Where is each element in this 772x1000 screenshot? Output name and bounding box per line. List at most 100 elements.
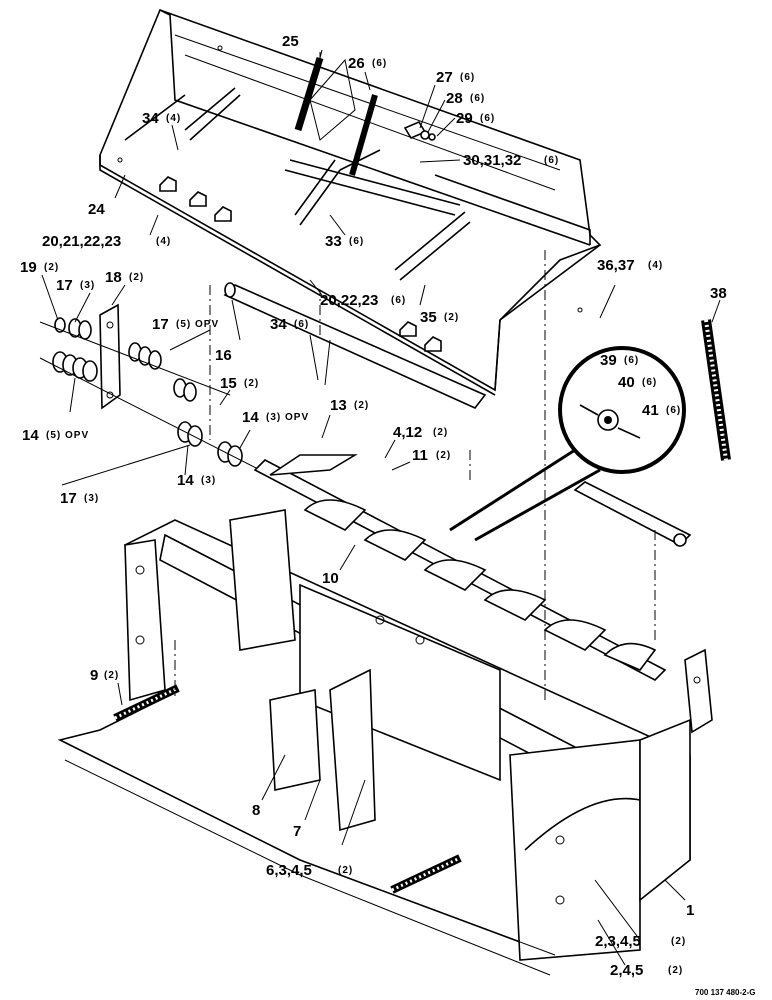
upper-tray-assembly xyxy=(99,8,602,396)
svg-text:(4): (4) xyxy=(166,113,181,124)
svg-text:(5) OPV: (5) OPV xyxy=(176,319,219,330)
callout-33: 33 (6) xyxy=(325,233,364,250)
callout-14-opv-left: 14 (5) OPV xyxy=(22,427,89,444)
svg-text:19: 19 xyxy=(20,259,37,276)
svg-text:(2): (2) xyxy=(444,312,459,323)
svg-text:26: 26 xyxy=(348,55,365,72)
svg-text:(2): (2) xyxy=(436,450,451,461)
callout-40: 40 (6) xyxy=(618,374,657,391)
svg-text:(2): (2) xyxy=(44,262,59,273)
svg-text:14: 14 xyxy=(177,472,194,489)
svg-text:(3) OPV: (3) OPV xyxy=(266,412,309,423)
callout-13: 13 (2) xyxy=(330,397,369,414)
svg-text:(2): (2) xyxy=(129,272,144,283)
callout-20-22-23: 20,22,23 (6) xyxy=(320,292,405,309)
svg-text:28: 28 xyxy=(446,90,463,107)
svg-text:6,3,4,5: 6,3,4,5 xyxy=(266,862,312,879)
svg-text:(6): (6) xyxy=(349,236,364,247)
base-frame xyxy=(57,509,691,976)
svg-text:36,37: 36,37 xyxy=(597,257,635,274)
svg-text:(6): (6) xyxy=(460,72,475,83)
callout-34-top: 34 (4) xyxy=(142,110,181,127)
svg-text:(4): (4) xyxy=(648,260,663,271)
callout-27: 27 (6) xyxy=(436,69,475,86)
svg-text:(6): (6) xyxy=(666,405,681,416)
svg-text:17: 17 xyxy=(56,277,73,294)
callout-39: 39 (6) xyxy=(600,352,638,369)
shaft-16 xyxy=(223,282,487,409)
spring-pack-14-17 xyxy=(39,317,261,471)
svg-text:27: 27 xyxy=(436,69,453,86)
svg-text:4,12: 4,12 xyxy=(393,424,422,441)
callout-2-4-5: 2,4,5 (2) xyxy=(610,962,682,979)
svg-text:(6): (6) xyxy=(544,155,559,166)
callout-9: 9 (2) xyxy=(90,667,118,684)
svg-text:(5) OPV: (5) OPV xyxy=(46,430,89,441)
spring-lower xyxy=(390,854,462,894)
svg-text:(4): (4) xyxy=(156,236,171,247)
callout-26: 26 (6) xyxy=(348,55,387,72)
tray-rods xyxy=(184,87,471,281)
svg-text:20,21,22,23: 20,21,22,23 xyxy=(42,233,121,250)
svg-text:20,22,23: 20,22,23 xyxy=(320,292,378,309)
svg-text:(2): (2) xyxy=(354,400,369,411)
callout-1: 1 xyxy=(686,902,694,919)
decal-plate xyxy=(309,58,356,141)
callout-15: 15 (2) xyxy=(220,375,258,392)
svg-text:(6): (6) xyxy=(470,93,485,104)
svg-text:9: 9 xyxy=(90,667,98,684)
svg-text:15: 15 xyxy=(220,375,237,392)
callout-38: 38 xyxy=(710,285,727,302)
svg-text:17: 17 xyxy=(152,316,169,333)
callout-7: 7 xyxy=(293,823,301,840)
spring-26 xyxy=(349,94,378,176)
svg-text:24: 24 xyxy=(88,201,105,218)
svg-text:(2): (2) xyxy=(671,936,686,947)
callout-16: 16 xyxy=(215,347,232,364)
callout-6-3-4-5: 6,3,4,5 (2) xyxy=(266,862,353,879)
bracket-18 xyxy=(99,303,121,410)
svg-text:2,4,5: 2,4,5 xyxy=(610,962,643,979)
svg-text:8: 8 xyxy=(252,802,260,819)
callout-4-12: 4,12 (2) xyxy=(393,424,448,441)
callout-35: 35 (2) xyxy=(420,309,459,326)
callout-41: 41 (6) xyxy=(642,402,681,419)
svg-text:34: 34 xyxy=(270,316,287,333)
right-shaft-assembly xyxy=(573,481,713,734)
svg-text:30,31,32: 30,31,32 xyxy=(463,152,521,169)
svg-text:(6): (6) xyxy=(642,377,657,388)
spring-9 xyxy=(113,684,180,722)
callout-36-37: 36,37 (4) xyxy=(597,257,663,274)
svg-text:35: 35 xyxy=(420,309,437,326)
callout-18: 18 (2) xyxy=(105,269,144,286)
spring-38 xyxy=(701,319,731,461)
callout-17-lower: 17 (3) xyxy=(60,490,99,507)
svg-text:(6): (6) xyxy=(372,58,387,69)
svg-text:14: 14 xyxy=(22,427,39,444)
svg-text:(2): (2) xyxy=(338,865,353,876)
svg-text:(3): (3) xyxy=(80,280,95,291)
svg-text:(3): (3) xyxy=(201,475,216,486)
callout-10: 10 xyxy=(322,570,339,587)
assembly-centerlines xyxy=(174,250,656,700)
svg-text:29: 29 xyxy=(456,110,473,127)
svg-text:11: 11 xyxy=(412,447,428,464)
svg-text:39: 39 xyxy=(600,352,617,369)
svg-text:38: 38 xyxy=(710,285,727,302)
bearing-hardware-27-29 xyxy=(403,120,436,141)
callout-17-top: 17 (3) xyxy=(56,277,95,294)
callout-25: 25 xyxy=(282,33,299,50)
svg-text:17: 17 xyxy=(60,490,77,507)
callout-2-3-4-5: 2,3,4,5 (2) xyxy=(595,933,686,950)
svg-text:(3): (3) xyxy=(84,493,99,504)
callout-11: 11 (2) xyxy=(412,447,451,464)
svg-text:2,3,4,5: 2,3,4,5 xyxy=(595,933,641,950)
svg-text:13: 13 xyxy=(330,397,347,414)
svg-text:7: 7 xyxy=(293,823,301,840)
svg-text:14: 14 xyxy=(242,409,259,426)
callout-14-lower: 14 (3) xyxy=(177,472,216,489)
svg-text:(2): (2) xyxy=(433,427,448,438)
svg-text:10: 10 xyxy=(322,570,339,587)
callout-17-opv: 17 (5) OPV xyxy=(152,316,219,333)
